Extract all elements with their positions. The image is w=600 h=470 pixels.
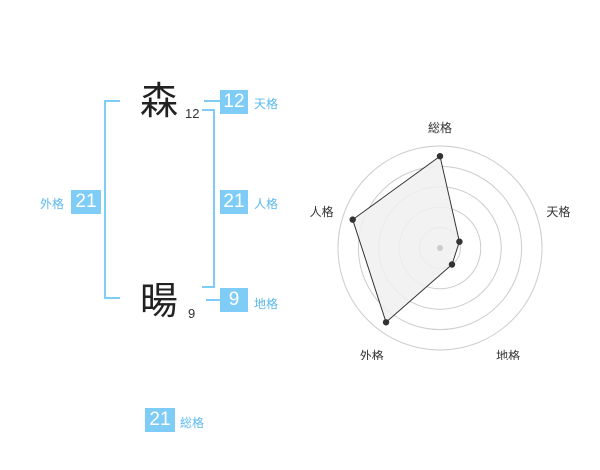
ten-label: 天格 [254,97,279,111]
sou-value-box: 21 [145,408,175,432]
radar-polygon [352,155,460,324]
jin-bracket-bottom [202,286,215,288]
first-char: 森 [140,79,179,123]
gai-bracket-top [104,100,120,102]
radar-point-4 [349,216,356,223]
radar-point-3 [382,319,390,326]
second-char: 暘 [140,279,179,323]
ten-connector [204,100,220,102]
radar-point-1 [456,238,463,245]
radar-point-0 [436,153,444,160]
radar-axis-label-1: 天格 [546,204,570,219]
gai-bracket-vertical [104,100,106,299]
second-char-strokes: 9 [188,306,196,321]
gai-label: 外格 [40,197,65,211]
chi-connector [206,299,220,301]
radar-axis-label-0: 総格 [428,120,452,135]
radar-center-dot [437,245,443,251]
first-char-strokes: 12 [185,106,200,121]
radar-axis-label-4: 人格 [310,204,334,219]
chi-label: 地格 [254,297,279,311]
gai-value-box: 21 [71,190,101,214]
gai-bracket-bottom [104,297,120,299]
jin-bracket-top [202,109,215,111]
chi-value-box: 9 [220,288,248,312]
jin-bracket-vertical [213,109,215,288]
ten-value-box: 12 [220,90,248,114]
sou-label: 総格 [180,416,205,430]
radar-axis-label-3: 外格 [360,348,384,360]
radar-axis-label-2: 地格 [496,348,520,360]
jin-label: 人格 [254,197,279,211]
jin-value-box: 21 [220,190,248,214]
radar-point-2 [448,261,456,268]
